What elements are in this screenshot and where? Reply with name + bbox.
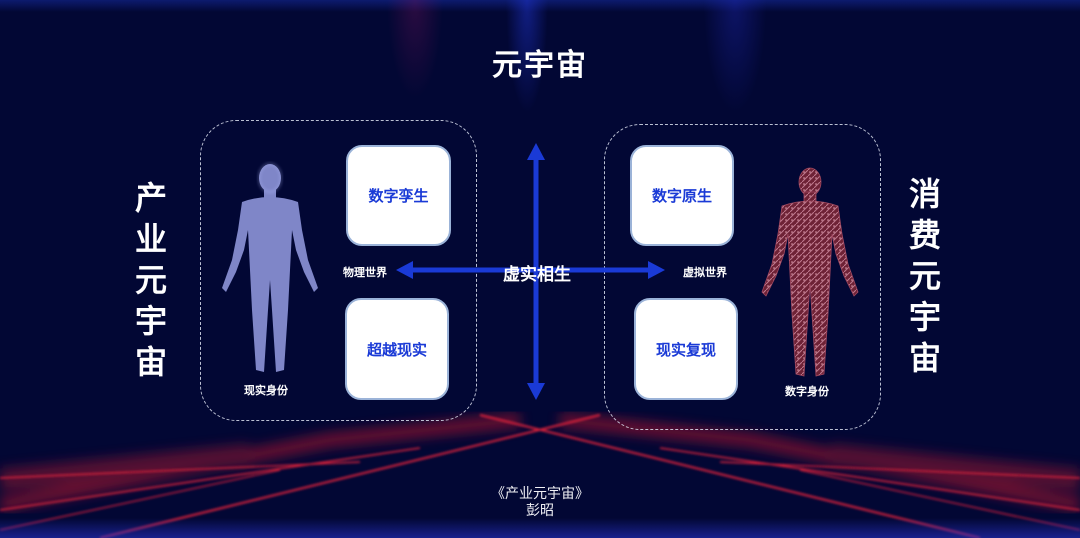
virtual-world-panel [604, 124, 881, 430]
title-char: 元 [134, 261, 167, 299]
digital-human-figure-icon [761, 167, 859, 377]
physical-human-figure-icon [222, 163, 318, 372]
top-light-glow [0, 0, 1080, 140]
book-title: 《产业元宇宙》 [491, 486, 589, 502]
title-char: 宙 [134, 343, 167, 381]
title-char: 业 [134, 220, 167, 258]
card-digital-native: 数字原生 [630, 145, 734, 246]
title-char: 元 [908, 257, 941, 295]
title-char: 消 [908, 175, 941, 213]
virtual-world-label: 虚拟世界 [683, 266, 727, 279]
consumer-metaverse-title: 消 费 元 宇 宙 [905, 174, 945, 379]
title-char: 宇 [134, 302, 167, 340]
title-char: 费 [908, 216, 941, 254]
bottom-light-glow [0, 518, 1080, 538]
real-identity-label: 现实身份 [244, 384, 288, 397]
title-char: 产 [134, 179, 167, 217]
author-name: 彭昭 [526, 503, 554, 519]
title-char: 宇 [908, 298, 941, 336]
card-reality-reproduction: 现实复现 [634, 298, 738, 400]
card-digital-twin: 数字孪生 [346, 145, 451, 246]
digital-identity-label: 数字身份 [785, 385, 829, 398]
main-title: 元宇宙 [492, 48, 588, 83]
industrial-metaverse-title: 产 业 元 宇 宙 [131, 178, 171, 383]
card-beyond-reality: 超越现实 [345, 298, 449, 400]
virtual-real-symbiosis-label: 虚实相生 [503, 265, 571, 285]
title-char: 宙 [908, 339, 941, 377]
physical-world-label: 物理世界 [343, 266, 387, 279]
